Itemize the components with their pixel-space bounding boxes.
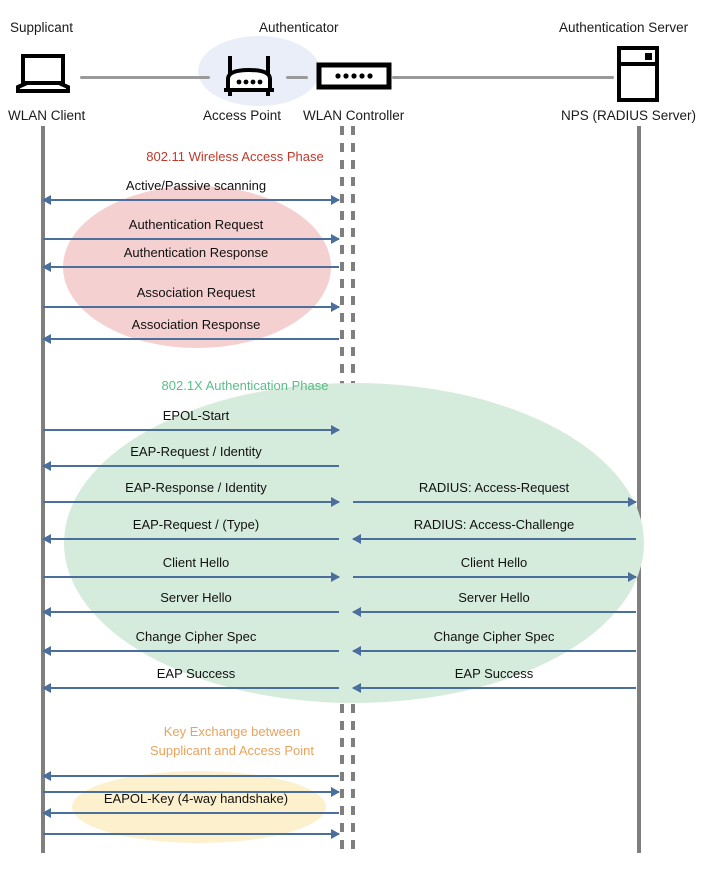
message-label: Change Cipher Spec [433,629,555,644]
arrowhead-right [331,572,340,582]
message-line [43,338,339,340]
arrowhead-right [331,302,340,312]
wire-ap-to-wlc [286,76,308,79]
message-line [353,576,636,578]
message-label: EAPOL-Key (4-way handshake) [103,791,289,806]
message-line [43,238,339,240]
arrowhead-left [42,461,51,471]
message-line [43,306,339,308]
phase-title-dot1x-auth: 802.1X Authentication Phase [161,378,329,393]
arrowhead-left [352,646,361,656]
message-line [43,833,339,835]
message-label: Association Request [136,285,256,300]
message-label: Authentication Response [123,245,269,260]
message-line [43,775,339,777]
arrowhead-right [331,234,340,244]
arrowhead-left [42,607,51,617]
message-line [43,538,339,540]
message-line [43,576,339,578]
arrowhead-left [352,683,361,693]
message-label: Active/Passive scanning [125,178,267,193]
arrowhead-right [331,195,340,205]
message-label: Authentication Request [128,217,264,232]
server-rack-icon [615,46,661,102]
arrowhead-left [42,195,51,205]
message-label: EPOL-Start [162,408,230,423]
message-label: EAP Success [156,666,236,681]
message-label: Change Cipher Spec [135,629,257,644]
message-line [353,687,636,689]
wireless-router-icon [216,48,286,98]
message-line [43,812,339,814]
arrowhead-right [331,787,340,797]
message-line [43,199,339,201]
lifeline-auth-server [637,126,641,853]
message-label: EAP-Request / (Type) [132,517,260,532]
wire-wlc-to-server [392,76,614,79]
phase-ellipse-key-exchange [72,771,326,843]
phase-title-key-exchange: Key Exchange between Supplicant and Acce… [149,724,315,758]
message-line [43,687,339,689]
lifeline-supplicant [41,126,45,853]
role-label-supplicant: Supplicant [10,20,74,35]
message-line [353,538,636,540]
arrowhead-left [42,262,51,272]
arrowhead-left [42,334,51,344]
node-label-wlan-client: WLAN Client [8,108,86,123]
arrowhead-right [331,829,340,839]
message-label: Server Hello [458,590,530,605]
message-label: Client Hello [162,555,230,570]
arrowhead-left [42,808,51,818]
laptop-icon [12,52,74,96]
message-label: RADIUS: Access-Request [418,480,570,495]
message-line [43,465,339,467]
message-line [43,791,339,793]
arrowhead-left [42,683,51,693]
message-label: EAP-Response / Identity [125,480,267,495]
network-switch-icon [316,60,392,92]
arrowhead-left [352,534,361,544]
message-label: RADIUS: Access-Challenge [413,517,575,532]
phase-title-wireless-access: 802.11 Wireless Access Phase [146,149,324,164]
role-label-authenticator: Authenticator [259,20,339,35]
message-label: EAP Success [454,666,534,681]
arrowhead-left [42,534,51,544]
arrowhead-left [352,607,361,617]
arrowhead-right [628,497,637,507]
arrowhead-left [42,771,51,781]
message-line [353,501,636,503]
arrowhead-right [628,572,637,582]
arrowhead-right [331,497,340,507]
arrowhead-right [331,425,340,435]
message-label: EAP-Request / Identity [130,444,262,459]
wire-client-to-ap [80,76,210,79]
message-line [43,650,339,652]
message-line [43,501,339,503]
message-label: Client Hello [460,555,528,570]
role-label-authentication-server: Authentication Server [559,20,689,35]
arrowhead-left [42,646,51,656]
message-label: Server Hello [160,590,232,605]
node-label-access-point: Access Point [203,108,282,123]
message-line [43,611,339,613]
node-label-wlan-controller: WLAN Controller [303,108,405,123]
message-line [353,611,636,613]
node-label-nps-radius-server: NPS (RADIUS Server) [561,108,697,123]
message-line [43,429,339,431]
message-line [43,266,339,268]
message-label: Association Response [131,317,261,332]
message-line [353,650,636,652]
